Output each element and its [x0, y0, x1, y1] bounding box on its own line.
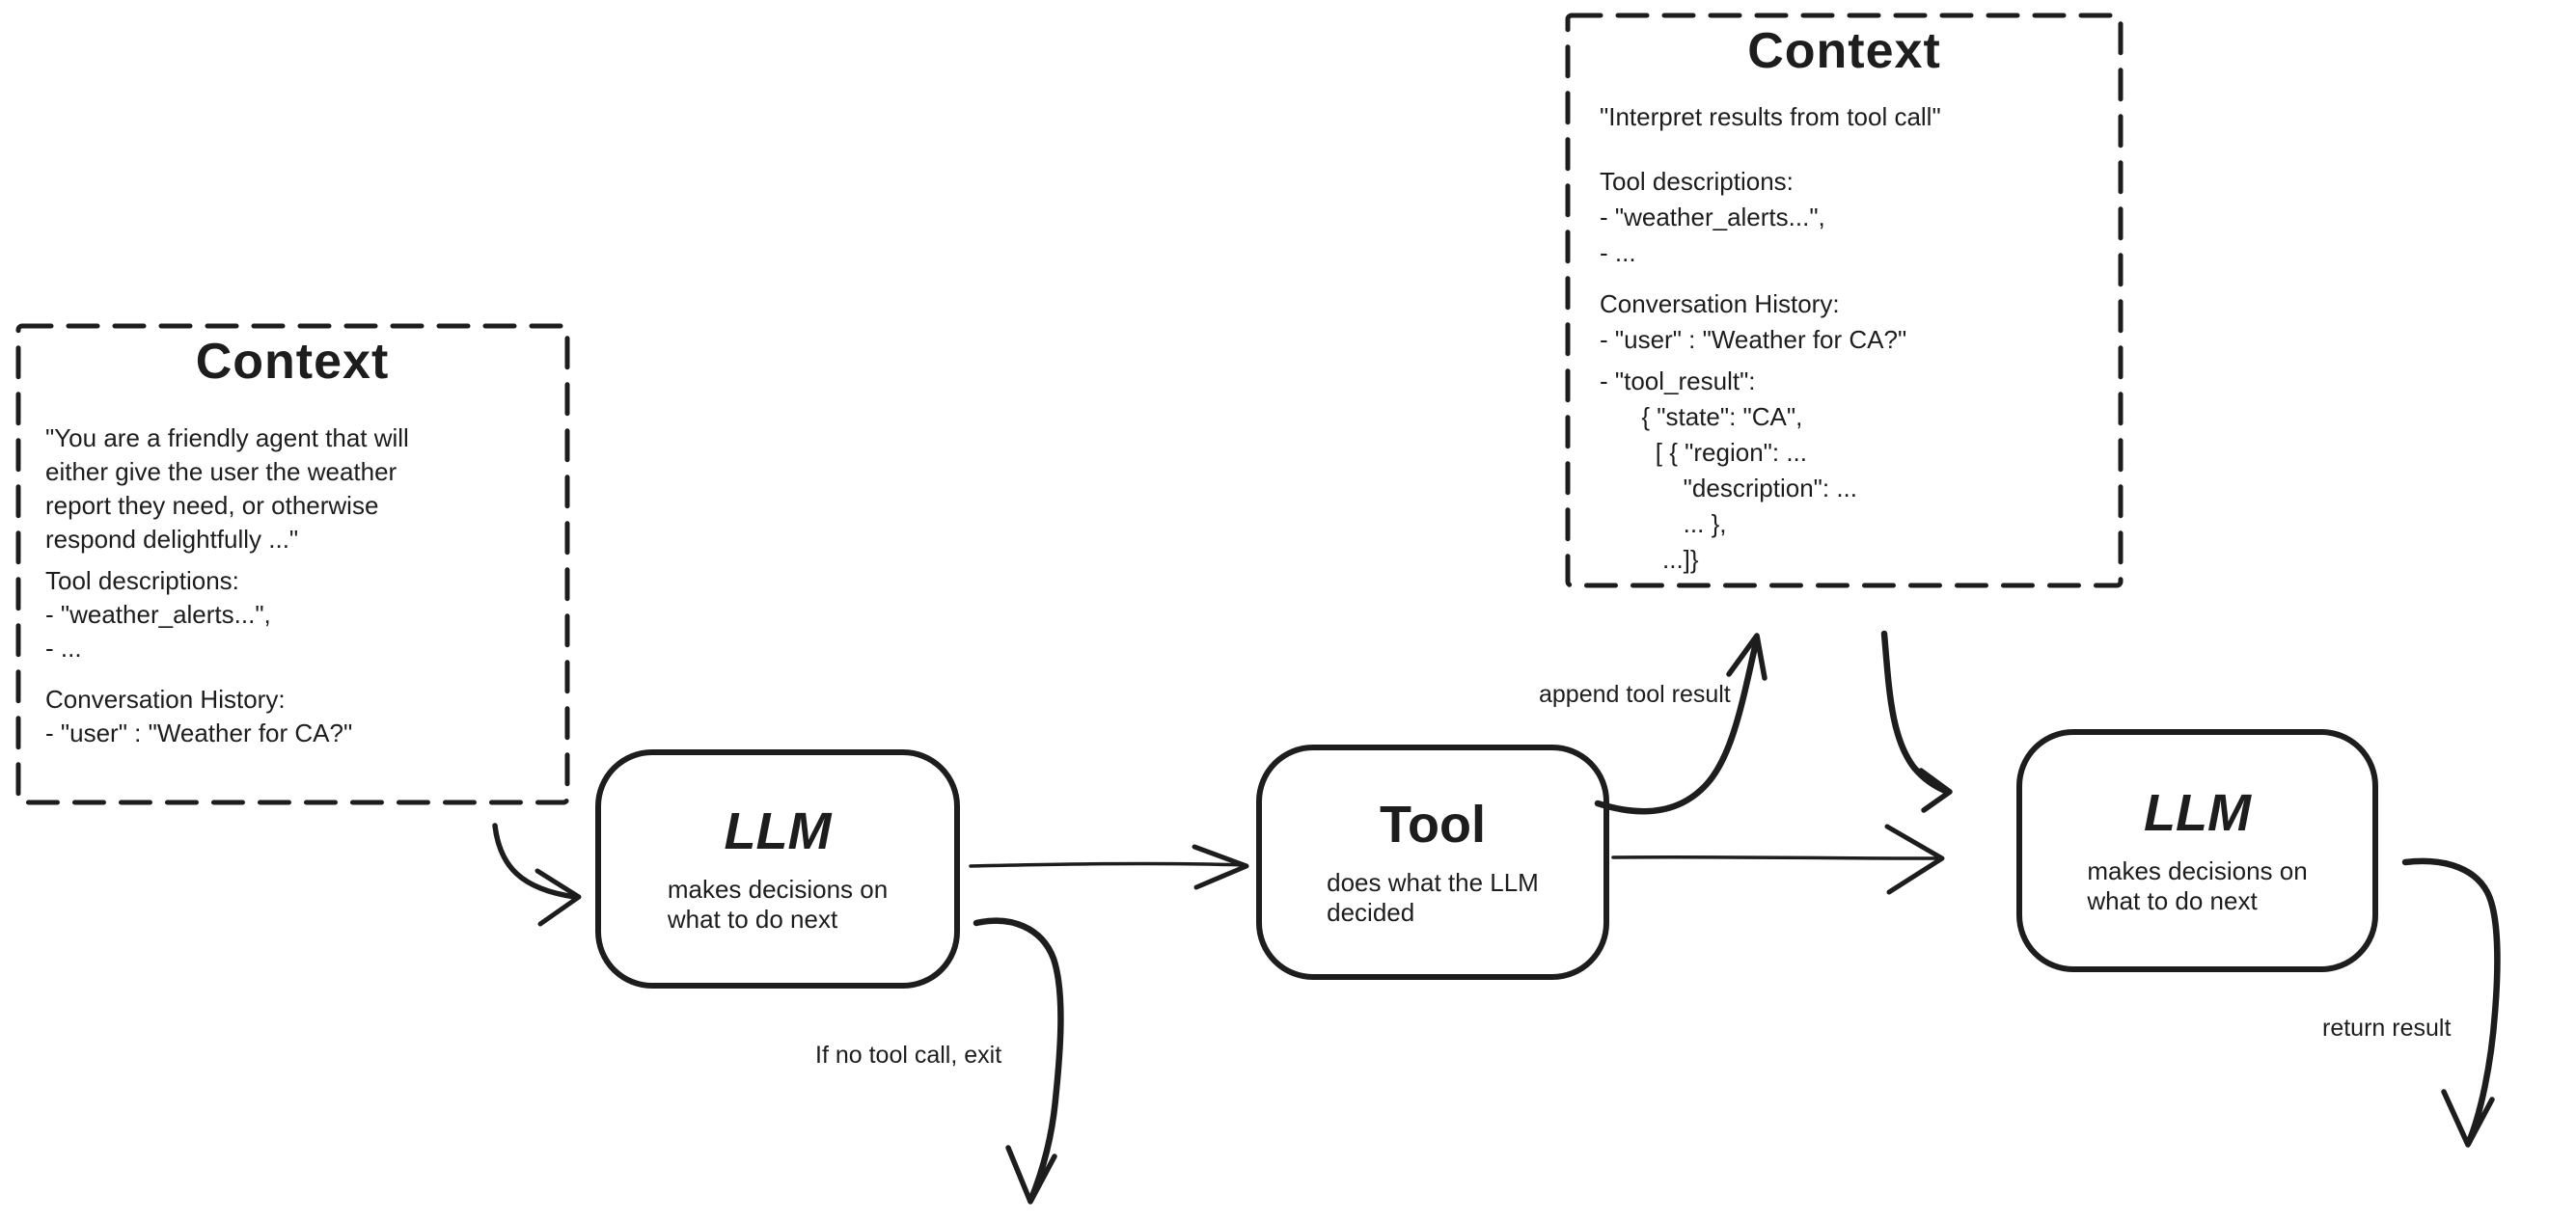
arrow-tool-to-context — [1594, 633, 1768, 815]
context-right-title: Context — [1747, 23, 1941, 79]
llm2-node: LLM makes decisions on what to do next — [2016, 729, 2378, 972]
append-tool-result-label: append tool result — [1539, 681, 1731, 708]
llm1-node-title: LLM — [724, 801, 832, 860]
arrow-llm2-return — [2401, 857, 2501, 1148]
if-no-tool-call-exit-label: If no tool call, exit — [815, 1042, 1002, 1069]
tool-node-title: Tool — [1380, 795, 1486, 854]
llm2-node-title: LLM — [2144, 783, 2251, 842]
tool-node: Tool does what the LLM decided — [1256, 745, 1609, 980]
tool-result-text: - "tool_result": { "state": "CA", [ { "r… — [1600, 366, 1857, 574]
context-left-body: "You are a friendly agent that will eith… — [17, 421, 567, 750]
conversation-history-text: Conversation History: - "user" : "Weathe… — [1600, 289, 1907, 354]
tool-descriptions-text: Tool descriptions: - "weather_alerts..."… — [45, 566, 271, 663]
return-result-label: return result — [2322, 1015, 2452, 1042]
tool-descriptions-text: Tool descriptions: - "weather_alerts..."… — [1600, 167, 1825, 267]
arrow-context-to-llm2 — [1880, 630, 1953, 813]
llm1-node: LLM makes decisions on what to do next — [595, 749, 960, 989]
context-right-body: "Interpret results from tool call" Tool … — [1568, 99, 2121, 578]
arrow-tool-to-llm2 — [1611, 824, 1945, 895]
context-box-left: Context "You are a friendly agent that w… — [17, 325, 567, 802]
llm1-node-subtitle: makes decisions on what to do next — [667, 874, 889, 934]
llm2-node-subtitle: makes decisions on what to do next — [2087, 855, 2308, 915]
context-box-right: Context "Interpret results from tool cal… — [1568, 14, 2121, 585]
tool-node-subtitle: does what the LLM decided — [1327, 867, 1539, 927]
arrow-llm1-to-tool — [969, 844, 1249, 890]
system-prompt-text: "You are a friendly agent that will eith… — [45, 423, 409, 554]
context-left-title: Context — [195, 334, 390, 390]
conversation-history-text: Conversation History: - "user" : "Weathe… — [45, 685, 353, 747]
interpret-results-text: "Interpret results from tool call" — [1600, 102, 1941, 131]
arrow-context-to-llm1 — [492, 823, 582, 927]
